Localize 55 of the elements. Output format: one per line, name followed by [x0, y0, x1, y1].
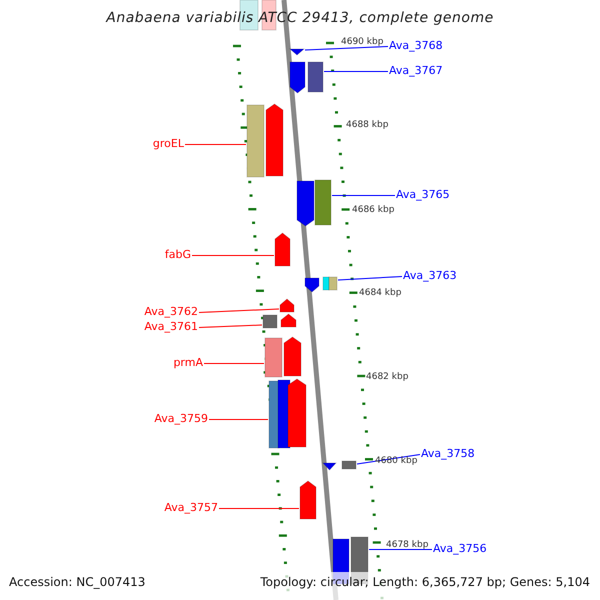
gene-bar	[322, 462, 338, 471]
gene-bar	[304, 278, 320, 293]
gene-label: Ava_3758	[421, 448, 475, 459]
gene-label: fabG	[164, 249, 191, 260]
leader-line	[198, 324, 262, 328]
gene-bar	[342, 460, 356, 470]
title: Anabaena variabilis ATCC 29413, complete genome	[104, 11, 495, 25]
leader-line	[184, 144, 246, 145]
leader-line	[368, 549, 432, 550]
gene-bar	[300, 480, 316, 520]
gene-bar	[328, 276, 338, 290]
genome-stats-text: Topology: circular; Length: 6,365,727 bp; Genes: 5,104	[260, 576, 590, 588]
gene-bar	[288, 378, 306, 448]
leader-line	[198, 308, 280, 313]
leader-line	[304, 46, 388, 50]
scale-label: 4682 kbp	[366, 373, 408, 382]
gene-label: Ava_3757	[164, 502, 218, 513]
gene-bar	[262, 314, 278, 328]
gene-label: Ava_3762	[144, 306, 198, 317]
gene-label: prmA	[173, 357, 203, 368]
scale-label: 4686 kbp	[352, 206, 394, 215]
scale-label: 4684 kbp	[359, 289, 402, 298]
accession-text: Accession: NC_007413	[9, 576, 146, 588]
gene-label: Ava_3768	[389, 40, 443, 51]
gene-label: Ava_3761	[144, 321, 198, 332]
gene-bar	[268, 380, 280, 448]
gene-bar	[308, 62, 324, 92]
leader-line	[218, 508, 300, 509]
gene-label: Ava_3756	[433, 543, 487, 554]
leader-line	[338, 276, 402, 280]
gene-bar	[264, 338, 282, 378]
leader-line	[208, 419, 268, 420]
gene-label: Ava_3767	[389, 65, 443, 76]
gene-bar	[288, 48, 306, 56]
leader-line	[192, 255, 274, 256]
leader-line	[332, 195, 396, 196]
gene-bar	[296, 180, 314, 227]
scale-label: 4690 kbp	[341, 38, 384, 47]
gene-bar	[280, 298, 294, 312]
scale-label: 4688 kbp	[346, 121, 388, 130]
gene-label: Ava_3763	[403, 270, 457, 281]
leader-line	[204, 363, 264, 364]
gene-bar	[284, 336, 302, 376]
gene-bar	[314, 180, 332, 226]
gene-bar	[246, 104, 264, 178]
leader-line	[324, 71, 388, 72]
gene-bar	[274, 232, 290, 266]
gene-label: Ava_3765	[396, 189, 450, 200]
gene-bar	[280, 313, 296, 328]
gene-label: Ava_3759	[154, 413, 208, 424]
scale-label: 4678 kbp	[386, 541, 428, 550]
gene-label: groEL	[152, 138, 184, 149]
gene-bar	[266, 103, 284, 176]
gene-bar	[290, 62, 306, 94]
gene-bar	[322, 276, 330, 290]
